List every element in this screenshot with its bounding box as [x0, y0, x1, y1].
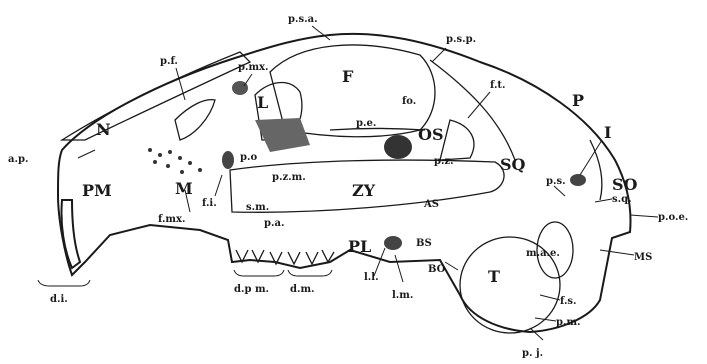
label-sq: s.q.: [612, 194, 632, 205]
label-ap: a.p.: [8, 154, 28, 165]
label-T: T: [488, 267, 500, 286]
label-pz: p.z.: [434, 156, 454, 167]
label-P: P: [572, 91, 584, 110]
label-BO: BO: [428, 264, 446, 275]
label-pm: p.m.: [556, 317, 581, 328]
label-psp: p.s.p.: [446, 34, 476, 45]
label-lm: l.m.: [392, 290, 413, 301]
label-N: N: [96, 120, 111, 139]
label-fi: f.i.: [202, 198, 217, 209]
label-AS: AS: [423, 199, 439, 210]
label-SO: SO: [612, 175, 638, 194]
label-SQ: SQ: [500, 155, 526, 174]
label-PL: PL: [348, 237, 371, 256]
label-pe: p.e.: [356, 118, 376, 129]
label-fs: f.s.: [560, 296, 577, 307]
label-di: d.i.: [50, 294, 68, 305]
label-F: F: [342, 67, 354, 86]
label-ft: f.t.: [490, 80, 506, 91]
bracket-dm: [288, 270, 332, 276]
label-ZY: ZY: [352, 181, 376, 200]
label-L: L: [257, 93, 268, 112]
label-po: p.o: [240, 152, 257, 163]
optic-foramen: [384, 135, 412, 159]
mastoid-dark: [570, 174, 586, 186]
bracket-di: [38, 280, 90, 286]
label-ps: p.s.: [546, 176, 566, 187]
label-pa: p.a.: [264, 218, 284, 229]
label-PM: PM: [82, 181, 112, 200]
label-psa: p.s.a.: [288, 14, 318, 25]
label-ll: l.l.: [364, 272, 379, 283]
label-OS: OS: [418, 125, 444, 144]
label-dpm: d.p m.: [234, 284, 269, 295]
label-mae: m.a.e.: [526, 248, 560, 259]
bracket-dpm: [234, 270, 284, 276]
label-BS: BS: [416, 238, 432, 249]
label-MS: MS: [634, 252, 652, 263]
label-fo: fo.: [402, 96, 416, 107]
label-pzm: p.z.m.: [272, 172, 306, 183]
label-pmx: p.mx.: [238, 62, 269, 73]
label-sm: s.m.: [246, 202, 269, 213]
label-M: M: [175, 179, 193, 198]
infraorbital-foramen: [222, 151, 234, 169]
palatine-foramen: [384, 236, 402, 250]
label-fmx: f.mx.: [158, 214, 185, 225]
label-poe: p.o.e.: [658, 212, 688, 223]
label-pj: p. j.: [522, 348, 543, 359]
label-dm: d.m.: [290, 284, 315, 295]
label-I: I: [604, 123, 611, 142]
label-pf: p.f.: [160, 56, 178, 67]
